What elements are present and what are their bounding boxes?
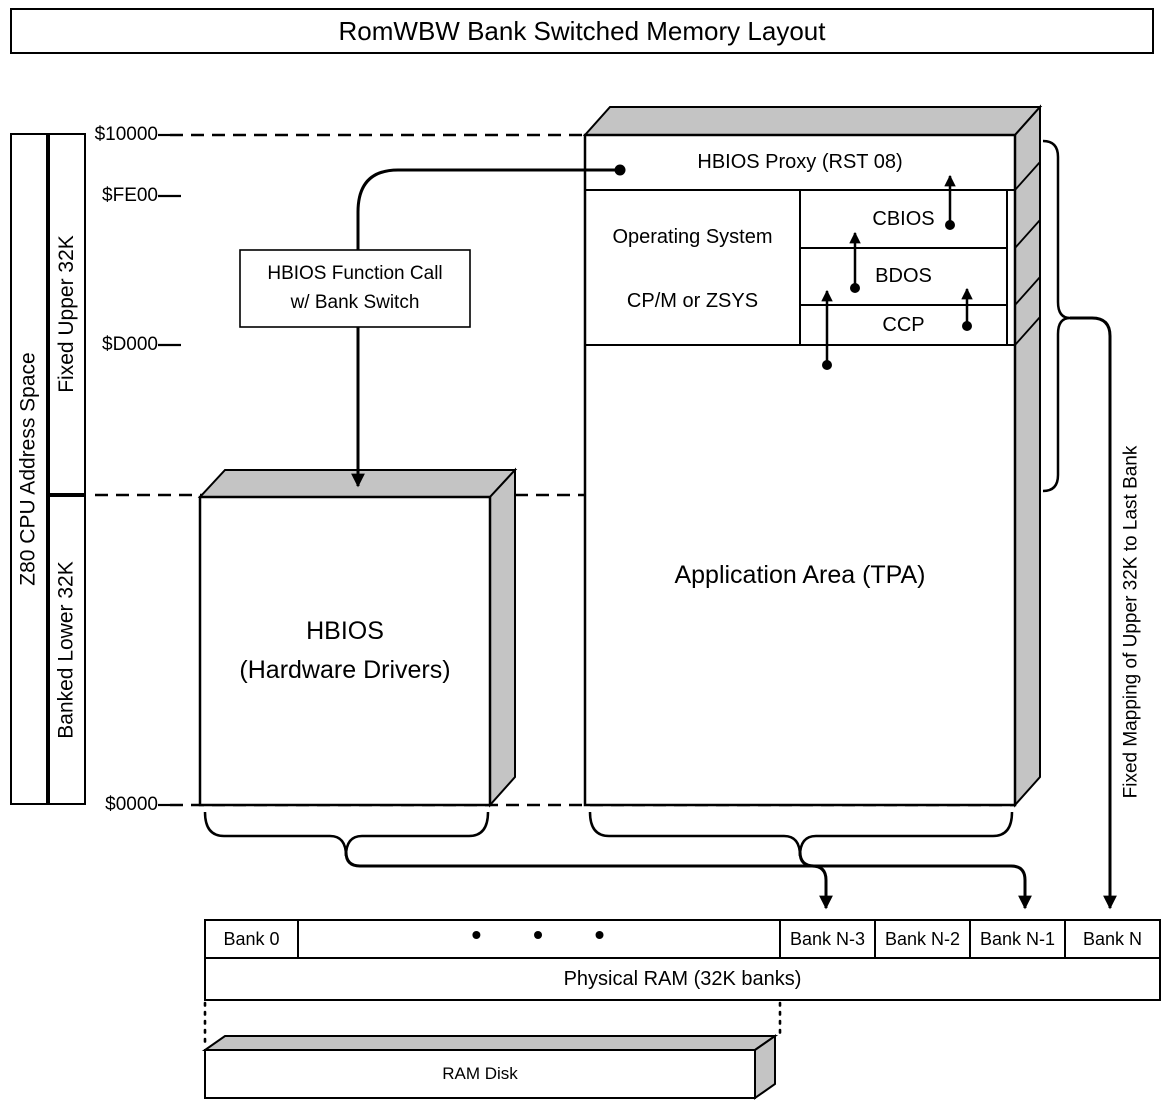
main-memory-box bbox=[582, 104, 1043, 808]
function-call-box-outline bbox=[239, 249, 471, 328]
bank-row-shape bbox=[204, 919, 1161, 959]
cbios-to-proxy-arrow bbox=[944, 174, 956, 230]
diagram-title-box: RomWBW Bank Switched Memory Layout bbox=[10, 8, 1154, 54]
function-call-box: HBIOS Function Call w/ Bank Switch bbox=[240, 250, 470, 327]
upper-32k-brace bbox=[1042, 139, 1071, 493]
cpm-zsys-label: CP/M or ZSYS bbox=[626, 289, 759, 312]
address-label-fe00: $FE00 bbox=[102, 185, 158, 206]
address-label-d000: $D000 bbox=[102, 334, 158, 355]
bank-n2-label: Bank N-2 bbox=[884, 928, 961, 949]
hbios-box-line2: (Hardware Drivers) bbox=[239, 656, 451, 684]
bdos-to-cbios-arrow bbox=[849, 231, 861, 293]
ram-disk-label: RAM Disk bbox=[442, 1064, 518, 1083]
bank-ellipsis: • • • bbox=[471, 919, 627, 950]
ccp-label: CCP bbox=[882, 313, 925, 336]
hbios-box-shape bbox=[197, 467, 518, 808]
bank-n-label: Bank N bbox=[1082, 928, 1143, 949]
bank-n3-label: Bank N-3 bbox=[789, 928, 866, 949]
z80-address-space-label: Z80 CPU Address Space bbox=[17, 352, 41, 586]
address-label-10000: $10000 bbox=[94, 124, 158, 145]
hbios-box: HBIOS (Hardware Drivers) bbox=[200, 497, 490, 805]
hbios-underbrace bbox=[203, 811, 490, 857]
bank-n1-label: Bank N-1 bbox=[979, 928, 1056, 949]
function-call-line1: HBIOS Function Call bbox=[267, 263, 443, 284]
fixed-mapping-label: Fixed Mapping of Upper 32K to Last Bank bbox=[1120, 445, 1142, 799]
banked-lower-32k-bar: Banked Lower 32K bbox=[48, 495, 86, 805]
app-to-bdos-arrow bbox=[821, 289, 833, 370]
bank-0-label: Bank 0 bbox=[223, 928, 280, 949]
hbios-to-bank-arrow bbox=[344, 851, 833, 910]
ram-disk-dotted-lines bbox=[203, 1001, 782, 1049]
physical-ram-shape bbox=[204, 957, 1161, 1001]
ram-disk-shape bbox=[201, 1034, 779, 1100]
bank-n-mapping-arrow bbox=[1070, 316, 1117, 910]
operating-system-label: Operating System bbox=[612, 225, 773, 248]
ccp-to-bdos-arrow bbox=[961, 287, 973, 331]
physical-ram-label: Physical RAM (32K banks) bbox=[563, 967, 802, 990]
fixed-upper-32k-bar: Fixed Upper 32K bbox=[48, 133, 86, 495]
app-to-bank-arrow bbox=[798, 851, 1032, 910]
address-label-0000: $0000 bbox=[105, 794, 158, 815]
cbios-label: CBIOS bbox=[872, 207, 935, 230]
hbios-box-line1: HBIOS bbox=[306, 617, 384, 646]
banked-lower-32k-label: Banked Lower 32K bbox=[55, 561, 78, 739]
function-call-line2: w/ Bank Switch bbox=[290, 291, 420, 313]
diagram-title: RomWBW Bank Switched Memory Layout bbox=[338, 15, 826, 46]
fixed-upper-32k-label: Fixed Upper 32K bbox=[55, 235, 78, 393]
hbios-proxy-label: HBIOS Proxy (RST 08) bbox=[697, 151, 903, 173]
hbios-call-arrow bbox=[351, 164, 626, 488]
z80-address-space-bar: Z80 CPU Address Space bbox=[10, 133, 48, 805]
address-tick-marks bbox=[158, 133, 181, 807]
app-underbrace bbox=[588, 811, 1014, 857]
fixed-mapping-label-wrap: Fixed Mapping of Upper 32K to Last Bank bbox=[1108, 430, 1154, 814]
application-area-label: Application Area (TPA) bbox=[674, 560, 926, 589]
bdos-label: BDOS bbox=[875, 265, 932, 287]
